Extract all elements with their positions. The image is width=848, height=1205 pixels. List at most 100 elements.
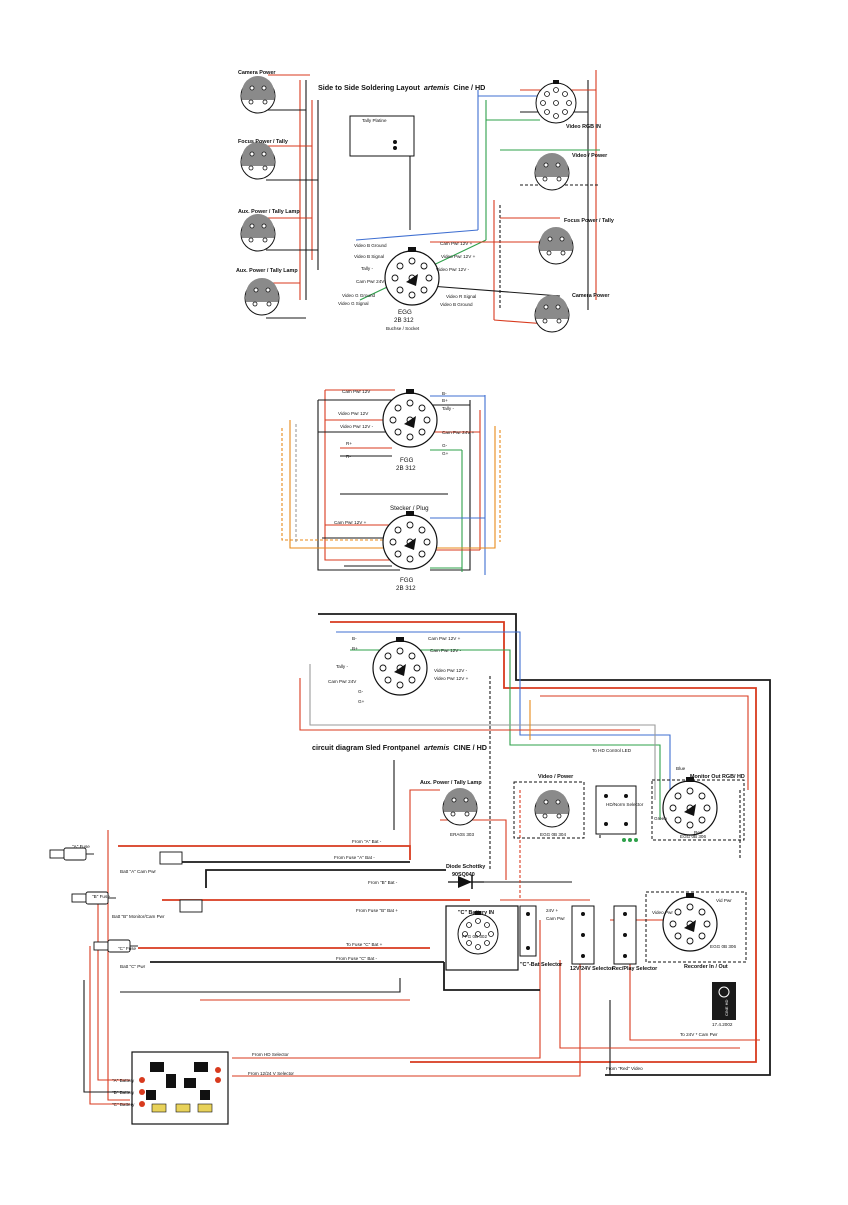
- monitor-out-connector: [662, 776, 718, 836]
- fuse-a-label: "A" Fuse: [72, 844, 90, 849]
- logo-text: CINE HD: [724, 999, 729, 1016]
- fgg-plug-upper: [382, 388, 438, 448]
- svg-text:B-: B-: [352, 636, 357, 641]
- egg-socket-note: Buchse / Socket: [386, 326, 420, 331]
- svg-text:Tally -: Tally -: [442, 406, 454, 411]
- video-power-connector: [534, 789, 570, 828]
- svg-text:B-: B-: [442, 391, 447, 396]
- right-connector-label: Video / Power: [572, 153, 608, 159]
- selector-12v-24v-label: 12V/24V Selector: [570, 966, 614, 972]
- fgg-plug-code-2: 2B 312: [396, 585, 416, 592]
- svg-text:From Fuse "B" Bat +: From Fuse "B" Bat +: [356, 908, 398, 913]
- right-connector-camera-power: [534, 294, 570, 333]
- monitor-out-label: Monitor Out RGB/ HD: [690, 774, 745, 780]
- middle-wire-labels: Cam Pwr 12V Video Pwr 12V Video Pwr 12V …: [334, 389, 475, 525]
- fuse-c-label: "C" Fuse: [118, 946, 137, 951]
- diode-part: 90SQ040: [452, 872, 475, 878]
- svg-text:Cam Pwr 24V +: Cam Pwr 24V +: [442, 430, 475, 435]
- svg-text:Cam Pwr 24V: Cam Pwr 24V: [328, 679, 357, 684]
- batt-b-label: Batt "B" Monitor/Cam Pwr: [112, 914, 165, 919]
- svg-text:To HD Control LED: To HD Control LED: [592, 748, 632, 753]
- cine-hd-logo: [712, 982, 736, 1020]
- svg-text:From "Red" Video: From "Red" Video: [606, 1066, 643, 1071]
- fuse-a-holder: [49, 847, 95, 861]
- right-connector-focus-power: [538, 226, 574, 265]
- svg-text:From Fuse "A" Bat -: From Fuse "A" Bat -: [334, 855, 375, 860]
- control-board: [131, 1051, 229, 1125]
- recorder-frame: [645, 891, 747, 963]
- battery-tag-b: "B" Battery: [112, 1090, 135, 1095]
- svg-text:To Fuse "C" Bat +: To Fuse "C" Bat +: [346, 942, 383, 947]
- left-connector-camera-power: [240, 75, 276, 114]
- svg-text:Cam Pwr 12V: Cam Pwr 12V: [342, 389, 371, 394]
- svg-text:G-: G-: [442, 443, 448, 448]
- svg-text:Video Pwr 12V: Video Pwr 12V: [338, 411, 369, 416]
- svg-text:From HD Selector: From HD Selector: [252, 1052, 289, 1057]
- left-connector-focus-power: [240, 141, 276, 180]
- svg-text:Video Pwr 12V -: Video Pwr 12V -: [436, 267, 470, 272]
- aux-power-label: Aux. Power / Tally Lamp: [420, 780, 482, 786]
- svg-text:Cam Pwr 12V +: Cam Pwr 12V +: [334, 520, 367, 525]
- video-power-label: Video / Power: [538, 774, 574, 780]
- batt-c-label: Batt "C" Pwr: [120, 964, 146, 969]
- svg-text:Video B Ground: Video B Ground: [354, 243, 387, 248]
- right-connector-label: Camera Power: [572, 293, 610, 299]
- svg-text:Video B Signal: Video B Signal: [354, 254, 384, 259]
- svg-text:Cam Pwr 12V -: Cam Pwr 12V -: [430, 648, 462, 653]
- egg-socket-code: 2B 312: [394, 317, 414, 324]
- video-power-part: EGG 0B 304: [540, 832, 566, 837]
- svg-text:To 24V * Cam Pwr: To 24V * Cam Pwr: [680, 1032, 718, 1037]
- aux-power-part: ERA0S 303: [450, 832, 474, 837]
- bottom-egg-wire-labels: Cam Pwr 12V + Cam Pwr 12V - Video Pwr 12…: [328, 636, 469, 704]
- svg-text:G+: G+: [442, 451, 449, 456]
- batt-a-terminal: [159, 851, 183, 865]
- egg-socket-bottom: [372, 636, 428, 696]
- svg-text:Tally -: Tally -: [336, 664, 348, 669]
- tally-platine-board: [349, 115, 415, 157]
- routing-labels: From "A" Bat - From Fuse "A" Bat - From …: [248, 748, 718, 1076]
- svg-text:Tally -: Tally -: [361, 266, 373, 271]
- tally-platine-label: Tally Platine: [362, 118, 387, 123]
- recorder-part: EGG 0B 306: [710, 944, 736, 949]
- battery-tag-a: "A" Battery: [112, 1078, 135, 1083]
- recorder-connector: [662, 892, 718, 952]
- svg-text:24V +: 24V +: [546, 908, 558, 913]
- left-connector-label: Aux. Power / Tally Lamp: [238, 209, 300, 215]
- svg-text:From 12/24 V Selector: From 12/24 V Selector: [248, 1071, 294, 1076]
- c-battery-part: FFG 0B 302: [462, 934, 487, 939]
- middle-plug-layout: FGG 2B 312 Stecker / Plug FGG 2B 312 Cam…: [281, 388, 501, 592]
- svg-text:Cam Pwr 12V +: Cam Pwr 12V +: [440, 241, 473, 246]
- svg-text:Cam Pwr: Cam Pwr: [546, 916, 565, 921]
- stecker-plug-note: Stecker / Plug: [390, 505, 429, 512]
- drawing-date: 17.4.2002: [712, 1022, 733, 1027]
- right-connector-label: Focus Power / Tally: [564, 218, 614, 224]
- fgg-plug-part-2: FGG: [400, 577, 414, 584]
- svg-text:Red: Red: [694, 830, 703, 835]
- right-connector-video-power: [534, 152, 570, 191]
- right-connector-label: Video RGB IN: [566, 124, 601, 130]
- svg-text:R+: R+: [346, 441, 352, 446]
- fuse-b-label: "B" Fuse: [92, 894, 110, 899]
- batt-a-label: Batt "A" Cam Pwr: [120, 869, 156, 874]
- fgg-plug-lower: [382, 510, 438, 570]
- bottom-title: circuit diagram Sled Frontpanel artemis …: [312, 743, 487, 752]
- video-power-frame: [513, 781, 585, 839]
- svg-text:Blue: Blue: [676, 766, 686, 771]
- svg-text:R-: R-: [346, 454, 351, 459]
- svg-text:Video R Signal: Video R Signal: [446, 294, 476, 299]
- hd-norm-selector-switch: [595, 785, 637, 835]
- fgg-plug-code: 2B 312: [396, 465, 416, 472]
- aux-power-tally-connector: [442, 787, 478, 826]
- svg-text:Video Pwr 12V +: Video Pwr 12V +: [434, 676, 469, 681]
- left-connector-label: Aux. Power / Tally Lamp: [236, 268, 298, 274]
- svg-text:Green: Green: [654, 816, 667, 821]
- svg-text:Cam Pwr 24V: Cam Pwr 24V: [356, 279, 385, 284]
- svg-text:Video G Ground: Video G Ground: [342, 293, 376, 298]
- left-connector-aux-power: [240, 213, 276, 252]
- svg-text:Video Pwr 12V -: Video Pwr 12V -: [434, 668, 468, 673]
- left-connector-label: Focus Power / Tally: [238, 139, 288, 145]
- svg-text:Video B Ground: Video B Ground: [440, 302, 473, 307]
- egg-socket-part: EGG: [398, 309, 412, 316]
